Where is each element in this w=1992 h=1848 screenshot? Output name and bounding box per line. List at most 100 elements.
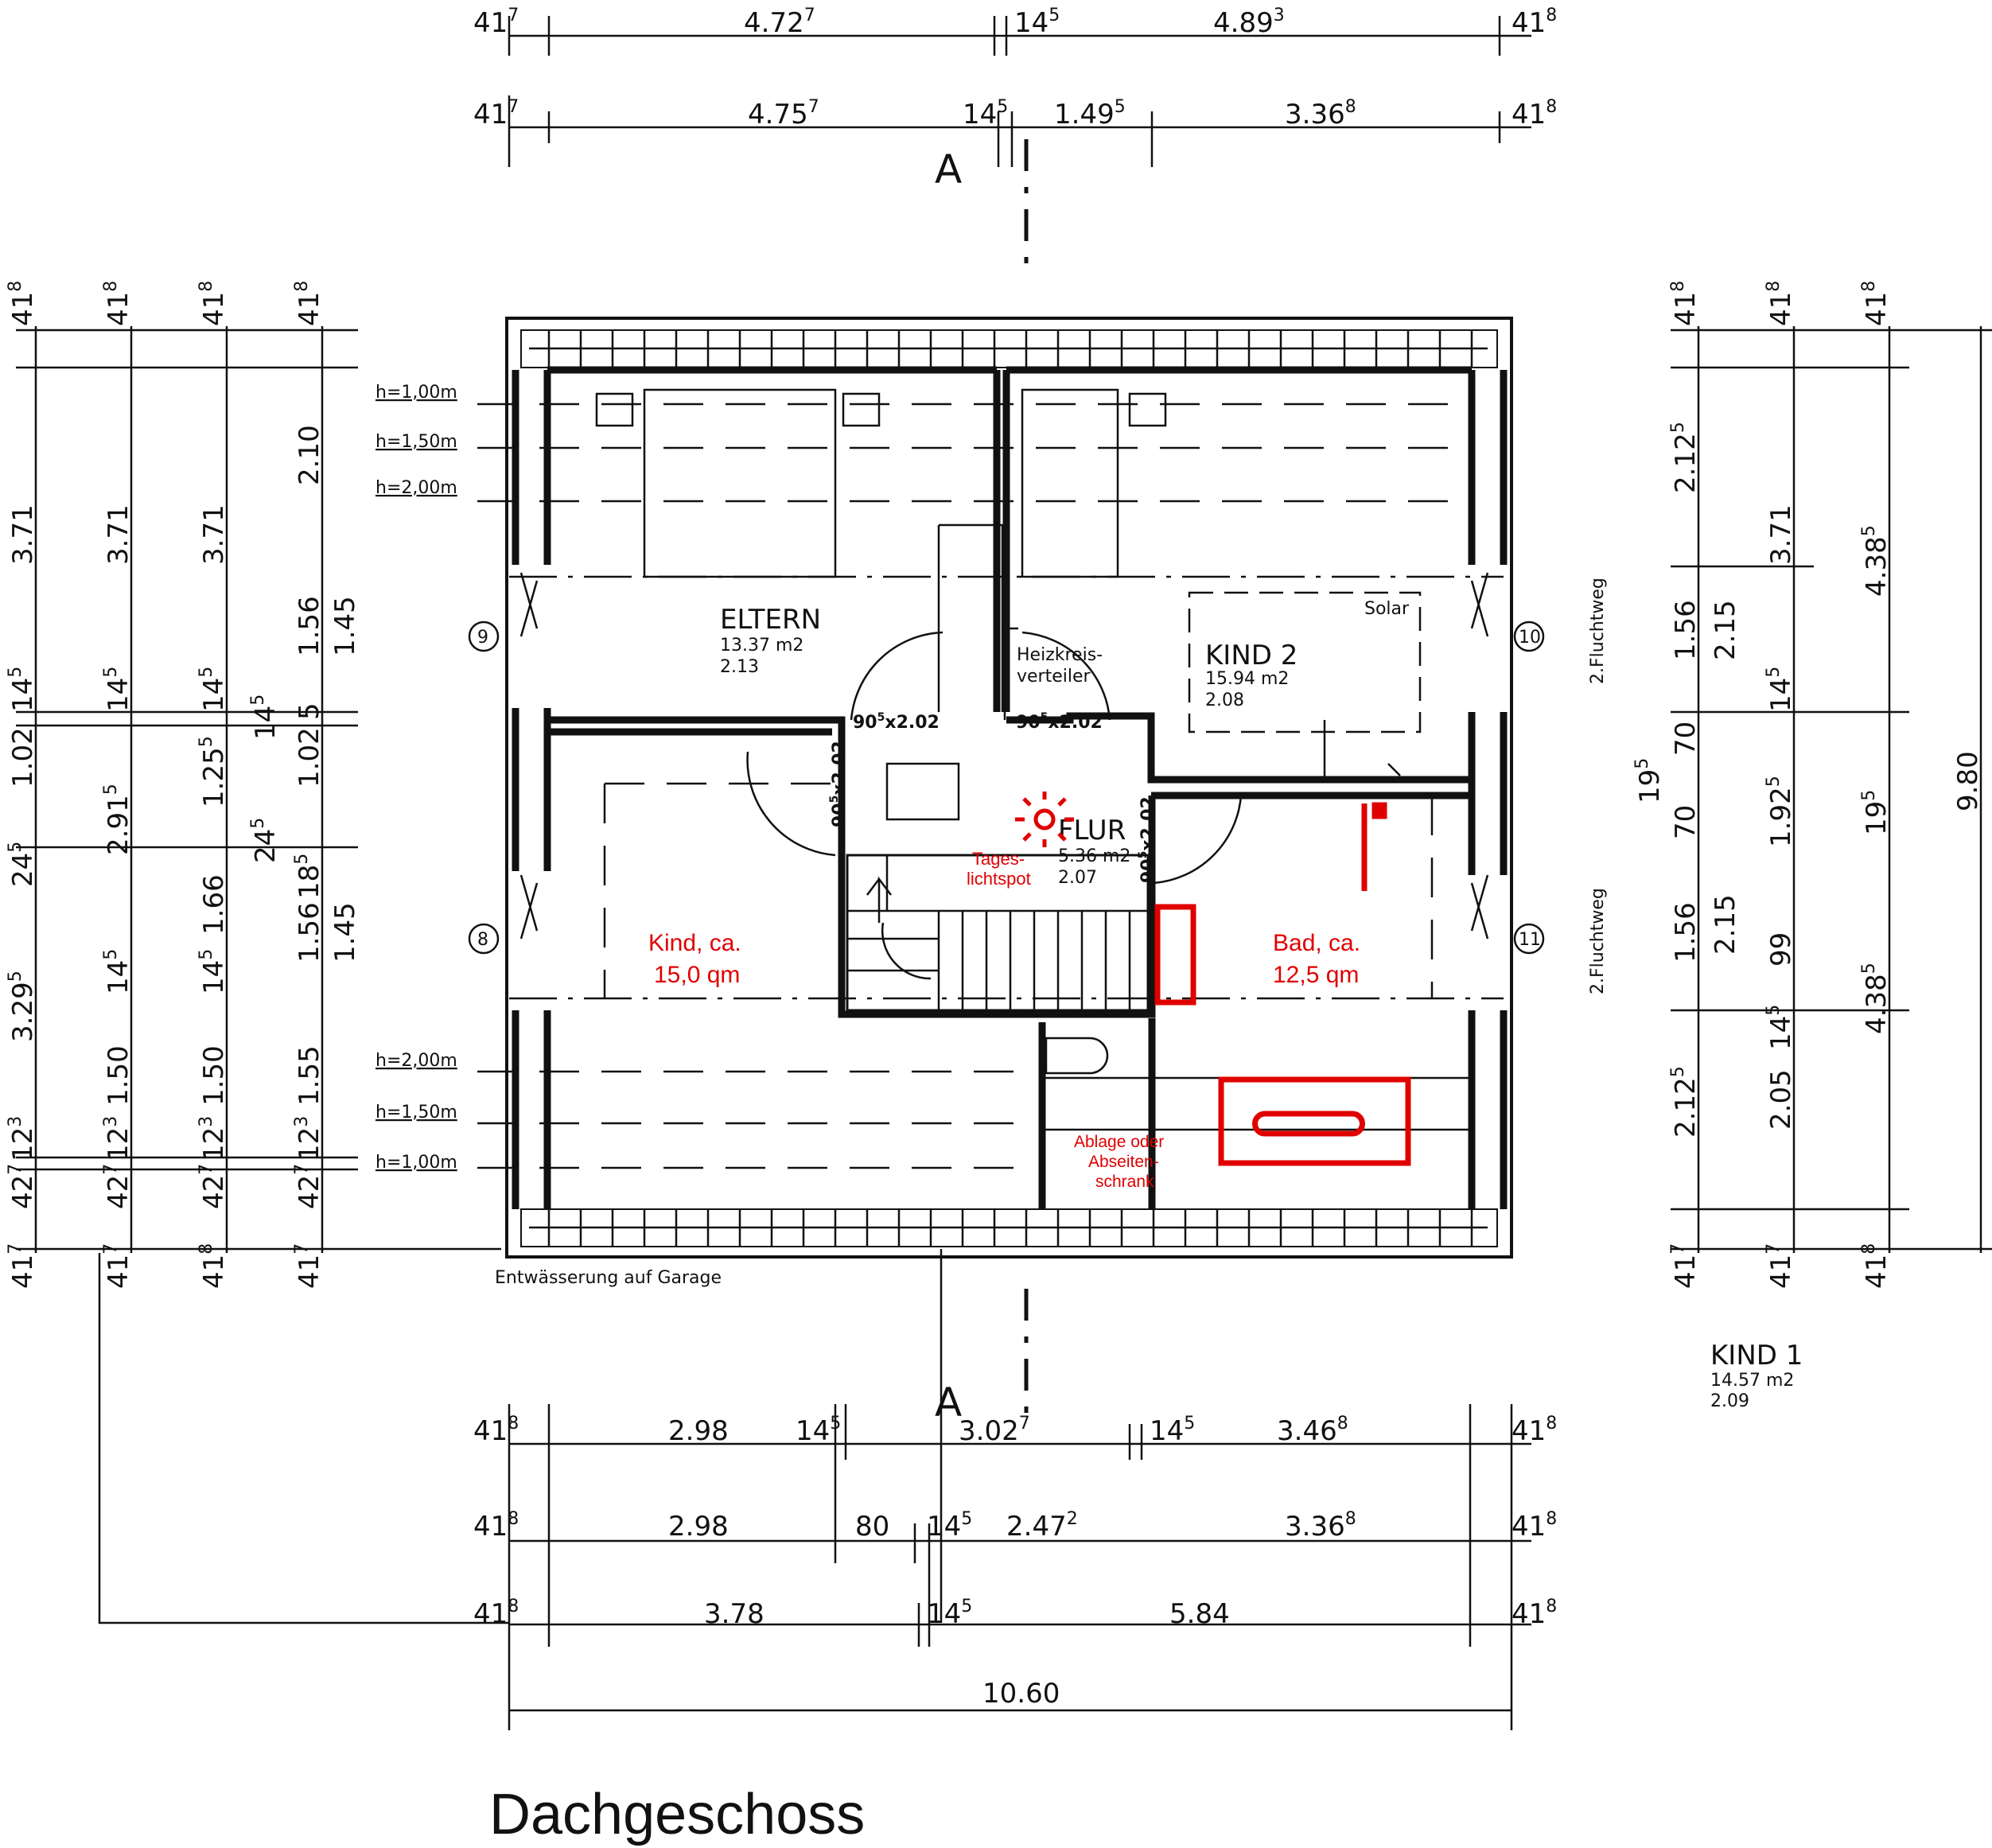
right-dim-4-1: 418 xyxy=(1859,281,1893,326)
bottom-dim-1-5: 145 xyxy=(1150,1414,1195,1447)
bottom-dim-2-7: 418 xyxy=(1512,1509,1557,1543)
left-dim-3-9: 427 xyxy=(196,1164,230,1209)
left-dim-4-8: 1.55 xyxy=(294,1045,325,1106)
left-dim-4-5: 245 xyxy=(248,818,282,863)
right-dim-3-2: 3.71 xyxy=(1765,504,1797,565)
left-dim-2-4: 2.915 xyxy=(101,784,134,855)
room-eltern-height: 2.13 xyxy=(720,657,759,677)
left-dim-2-3: 145 xyxy=(101,667,134,712)
right-dim-4-4: 4.385 xyxy=(1859,963,1893,1034)
roof-edge-bottom-hatch xyxy=(529,1209,1488,1247)
height-top-2: h=1,50m xyxy=(375,432,457,452)
right-dim-3-4: 1.925 xyxy=(1764,776,1797,847)
bottom-dim-1-3: 145 xyxy=(796,1414,841,1447)
room-kind2-note: Solar xyxy=(1364,599,1410,619)
height-bottom-2: h=1,50m xyxy=(375,1103,457,1122)
axis-label-10: 10 xyxy=(1519,628,1541,648)
bad-annotation-line1: Bad, ca. xyxy=(1273,930,1360,956)
stair xyxy=(846,854,1150,1012)
bottom-dimension-chains: 418 2.98 145 3.027 145 3.468 418 418 2.9… xyxy=(473,1404,1557,1730)
left-dim-3-7: 1.50 xyxy=(198,1045,230,1106)
right-dim-2-1: 2.15 xyxy=(1710,600,1741,660)
ablage-line2: Abseiten- xyxy=(1088,1153,1159,1171)
height-bottom-1: h=2,00m xyxy=(375,1051,457,1071)
right-dim-1-6: 70 xyxy=(1670,805,1702,839)
bottom-dim-2-1: 418 xyxy=(473,1509,519,1543)
height-annotations: h=1,00m h=1,50m h=2,00m h=2,00m h=1,50m … xyxy=(375,383,457,1173)
ablage-line3: schrank xyxy=(1095,1173,1154,1191)
top-dim-1-2: 4.727 xyxy=(744,6,815,39)
sun-icon xyxy=(1015,792,1074,847)
right-dim-overall: 9.80 xyxy=(1952,751,1984,811)
room-kind1-area: 14.57 m2 xyxy=(1710,1371,1794,1391)
left-dim-4-2: 2.10 xyxy=(294,425,325,485)
left-dim-4-1: 418 xyxy=(292,281,325,326)
misc-labels: Heizkreis- verteiler 2.Fluchtweg 2.Fluch… xyxy=(98,578,1608,1624)
bottom-dim-overall: 10.60 xyxy=(982,1678,1060,1710)
top-dim-2-1: 417 xyxy=(473,97,519,130)
left-dim-5-4: 1.45 xyxy=(329,902,361,963)
right-dim-2-2: 2.15 xyxy=(1710,894,1741,955)
left-dim-4-9: 123 xyxy=(292,1116,325,1161)
building xyxy=(477,317,1513,1259)
heizkreis-line-1: Heizkreis- xyxy=(1017,645,1103,665)
bottom-dim-2-3: 80 xyxy=(855,1511,889,1543)
left-dim-4-11: 417 xyxy=(292,1243,325,1289)
right-dim-1-4: 70 xyxy=(1670,722,1702,756)
room-kind2-height: 2.08 xyxy=(1205,691,1244,710)
left-dim-2-2: 3.71 xyxy=(103,504,134,565)
room-flur-area: 5.36 m2 xyxy=(1058,846,1130,866)
right-dim-1-3: 1.56 xyxy=(1670,600,1702,660)
right-dim-3-8: 417 xyxy=(1764,1243,1797,1289)
right-dim-1-2: 2.125 xyxy=(1668,422,1702,493)
left-dim-3-10: 418 xyxy=(196,1243,230,1289)
left-dim-3-4: 1.255 xyxy=(196,736,230,807)
height-top-1: h=1,00m xyxy=(375,383,457,403)
left-dim-1-6: 3.295 xyxy=(6,971,39,1042)
bad-annotation-line2: 12,5 qm xyxy=(1273,962,1359,988)
room-eltern-area: 13.37 m2 xyxy=(720,636,803,656)
left-dim-4-6: 185 xyxy=(292,854,325,899)
left-dim-2-9: 417 xyxy=(101,1243,134,1289)
left-dim-1-2: 3.71 xyxy=(7,504,39,565)
right-dim-4-5: 418 xyxy=(1859,1243,1893,1289)
bottom-dim-3-2: 3.78 xyxy=(704,1598,765,1630)
spot-annotation-line2: lichtspot xyxy=(967,869,1031,889)
axis-markers: 9 10 8 11 xyxy=(468,621,1545,955)
bottom-dim-3-5: 418 xyxy=(1512,1597,1557,1630)
left-dim-3-2: 3.71 xyxy=(198,504,230,565)
door-labels: 905x2.02 905x2.02 905x2.02 905x2.02 xyxy=(828,711,1158,883)
left-dim-2-8: 427 xyxy=(101,1164,134,1209)
toilet xyxy=(1045,1037,1109,1075)
door-label-2: 905x2.02 xyxy=(1016,711,1103,733)
bottom-dim-1-1: 418 xyxy=(473,1414,519,1447)
left-dimension-chains: 418 3.71 145 1.02 245 3.295 123 427 417 … xyxy=(6,281,501,1289)
bathroom-markup xyxy=(1154,802,1411,1166)
room-flur-height: 2.07 xyxy=(1058,868,1097,888)
roof-edge-top-hatch xyxy=(529,330,1488,368)
section-marker-bottom: A xyxy=(935,1379,962,1426)
fluchtweg-lower: 2.Fluchtweg xyxy=(1588,888,1608,994)
bottom-dim-2-6: 3.368 xyxy=(1285,1509,1356,1543)
bottom-dim-2-4: 145 xyxy=(927,1509,972,1543)
right-dim-4-2: 4.385 xyxy=(1859,525,1893,597)
left-dim-5-1: 1.45 xyxy=(329,596,361,656)
left-dim-1-4: 1.02 xyxy=(7,727,39,788)
left-dim-4-7: 1.56 xyxy=(294,902,325,963)
left-dim-5-3: 1.02 xyxy=(294,727,325,788)
beds xyxy=(595,388,1422,821)
left-dim-3-6: 145 xyxy=(196,949,230,994)
right-dim-3-5: 99 xyxy=(1765,932,1797,967)
axis-label-11: 11 xyxy=(1519,930,1541,950)
right-dim-3-7: 2.05 xyxy=(1765,1069,1797,1130)
bottom-dim-1-7: 418 xyxy=(1512,1414,1557,1447)
top-dim-1-4: 4.893 xyxy=(1213,6,1285,39)
bottom-dim-1-6: 3.468 xyxy=(1277,1414,1348,1447)
right-dim-3-6: 145 xyxy=(1764,1005,1797,1050)
right-dimension-chains: 418 2.125 1.56 70 195 70 1.56 2.125 417 … xyxy=(1632,281,1992,1289)
left-dim-1-8: 427 xyxy=(6,1164,39,1209)
left-dim-1-7: 123 xyxy=(6,1116,39,1161)
left-dim-1-3: 145 xyxy=(6,667,39,712)
bottom-dim-2-5: 2.472 xyxy=(1006,1509,1078,1543)
